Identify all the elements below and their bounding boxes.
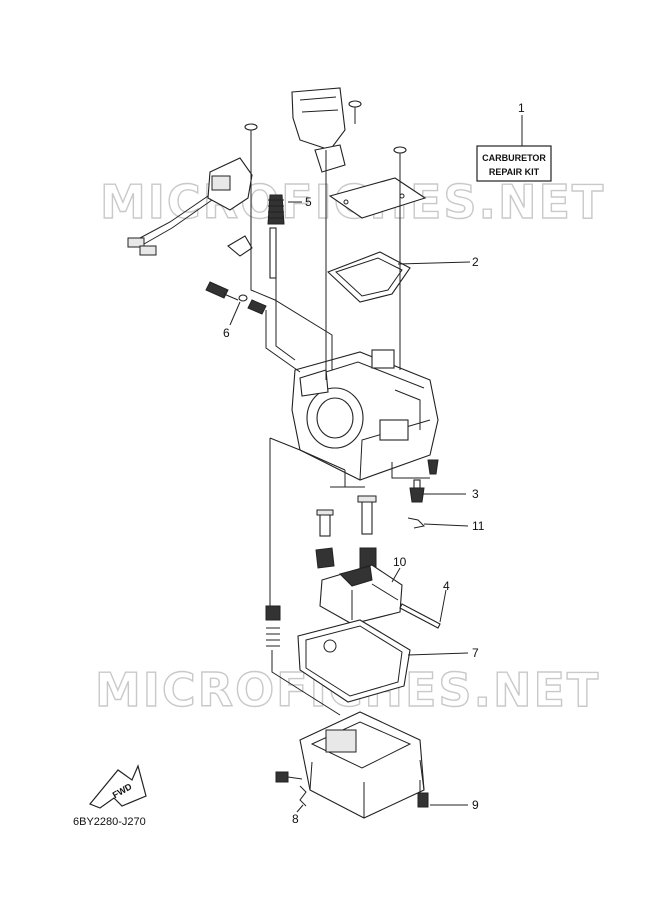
jet-part-5 bbox=[267, 194, 285, 225]
repair-kit-label: CARBURETOR REPAIR KIT bbox=[476, 145, 552, 182]
float-chamber-bowl bbox=[299, 711, 425, 819]
fwd-arrow-icon: FWD bbox=[89, 764, 147, 809]
float-chamber-gasket-part-7 bbox=[297, 619, 411, 703]
callout-5: 5 bbox=[305, 195, 312, 209]
callout-10: 10 bbox=[393, 555, 407, 569]
screw-top-far-right bbox=[393, 146, 407, 170]
leader-callout-10 bbox=[391, 567, 401, 583]
leader-callout-11 bbox=[423, 523, 469, 527]
leader-pilot bbox=[265, 310, 301, 373]
screw-top-left bbox=[244, 123, 258, 150]
leader-callout-4 bbox=[439, 589, 447, 623]
diagram-code: 6BY2280-J270 bbox=[73, 816, 146, 828]
callout-8: 8 bbox=[292, 812, 299, 826]
float-part-10 bbox=[319, 564, 403, 625]
solenoid-assembly bbox=[127, 157, 253, 257]
callout-3: 3 bbox=[472, 487, 479, 501]
callout-9: 9 bbox=[472, 798, 479, 812]
leader-needle bbox=[275, 278, 296, 361]
carburetor-body bbox=[291, 349, 439, 481]
leader-lower-right bbox=[391, 462, 430, 479]
repair-kit-line1: CARBURETOR bbox=[482, 153, 546, 163]
callout-2: 2 bbox=[472, 255, 479, 269]
leader-lower-center bbox=[330, 470, 365, 488]
repair-kit-line2: REPAIR KIT bbox=[489, 167, 540, 177]
callout-4: 4 bbox=[443, 579, 450, 593]
clip-part-11 bbox=[407, 517, 426, 529]
leader-lower-left bbox=[269, 437, 346, 615]
screw-part-8 bbox=[275, 771, 307, 807]
drain-screw-part-9 bbox=[417, 780, 429, 808]
gasket-part-2 bbox=[326, 251, 411, 303]
pilot-screw-part-6 bbox=[205, 281, 267, 315]
cover-plate bbox=[328, 177, 427, 219]
callout-7: 7 bbox=[472, 646, 479, 660]
needle-rod bbox=[269, 227, 277, 279]
main-nozzle bbox=[357, 495, 377, 535]
float-pin-part-4 bbox=[399, 603, 441, 629]
callout-1: 1 bbox=[518, 101, 525, 115]
leader-callout-7 bbox=[407, 652, 469, 656]
needle-valve-part-3 bbox=[409, 459, 439, 503]
main-jet bbox=[316, 509, 334, 537]
leader-to-chamber bbox=[271, 650, 341, 716]
jet-cap-left bbox=[315, 547, 335, 569]
callout-6: 6 bbox=[223, 326, 230, 340]
drain-seal bbox=[265, 605, 281, 647]
leader-screw-left bbox=[250, 150, 333, 370]
leader-callout-2 bbox=[397, 261, 471, 265]
callout-11: 11 bbox=[472, 519, 485, 533]
leader-callout-8 bbox=[296, 804, 304, 813]
top-cover-bracket bbox=[291, 87, 346, 173]
screw-top-right bbox=[348, 100, 362, 124]
leader-callout-6 bbox=[229, 301, 241, 326]
